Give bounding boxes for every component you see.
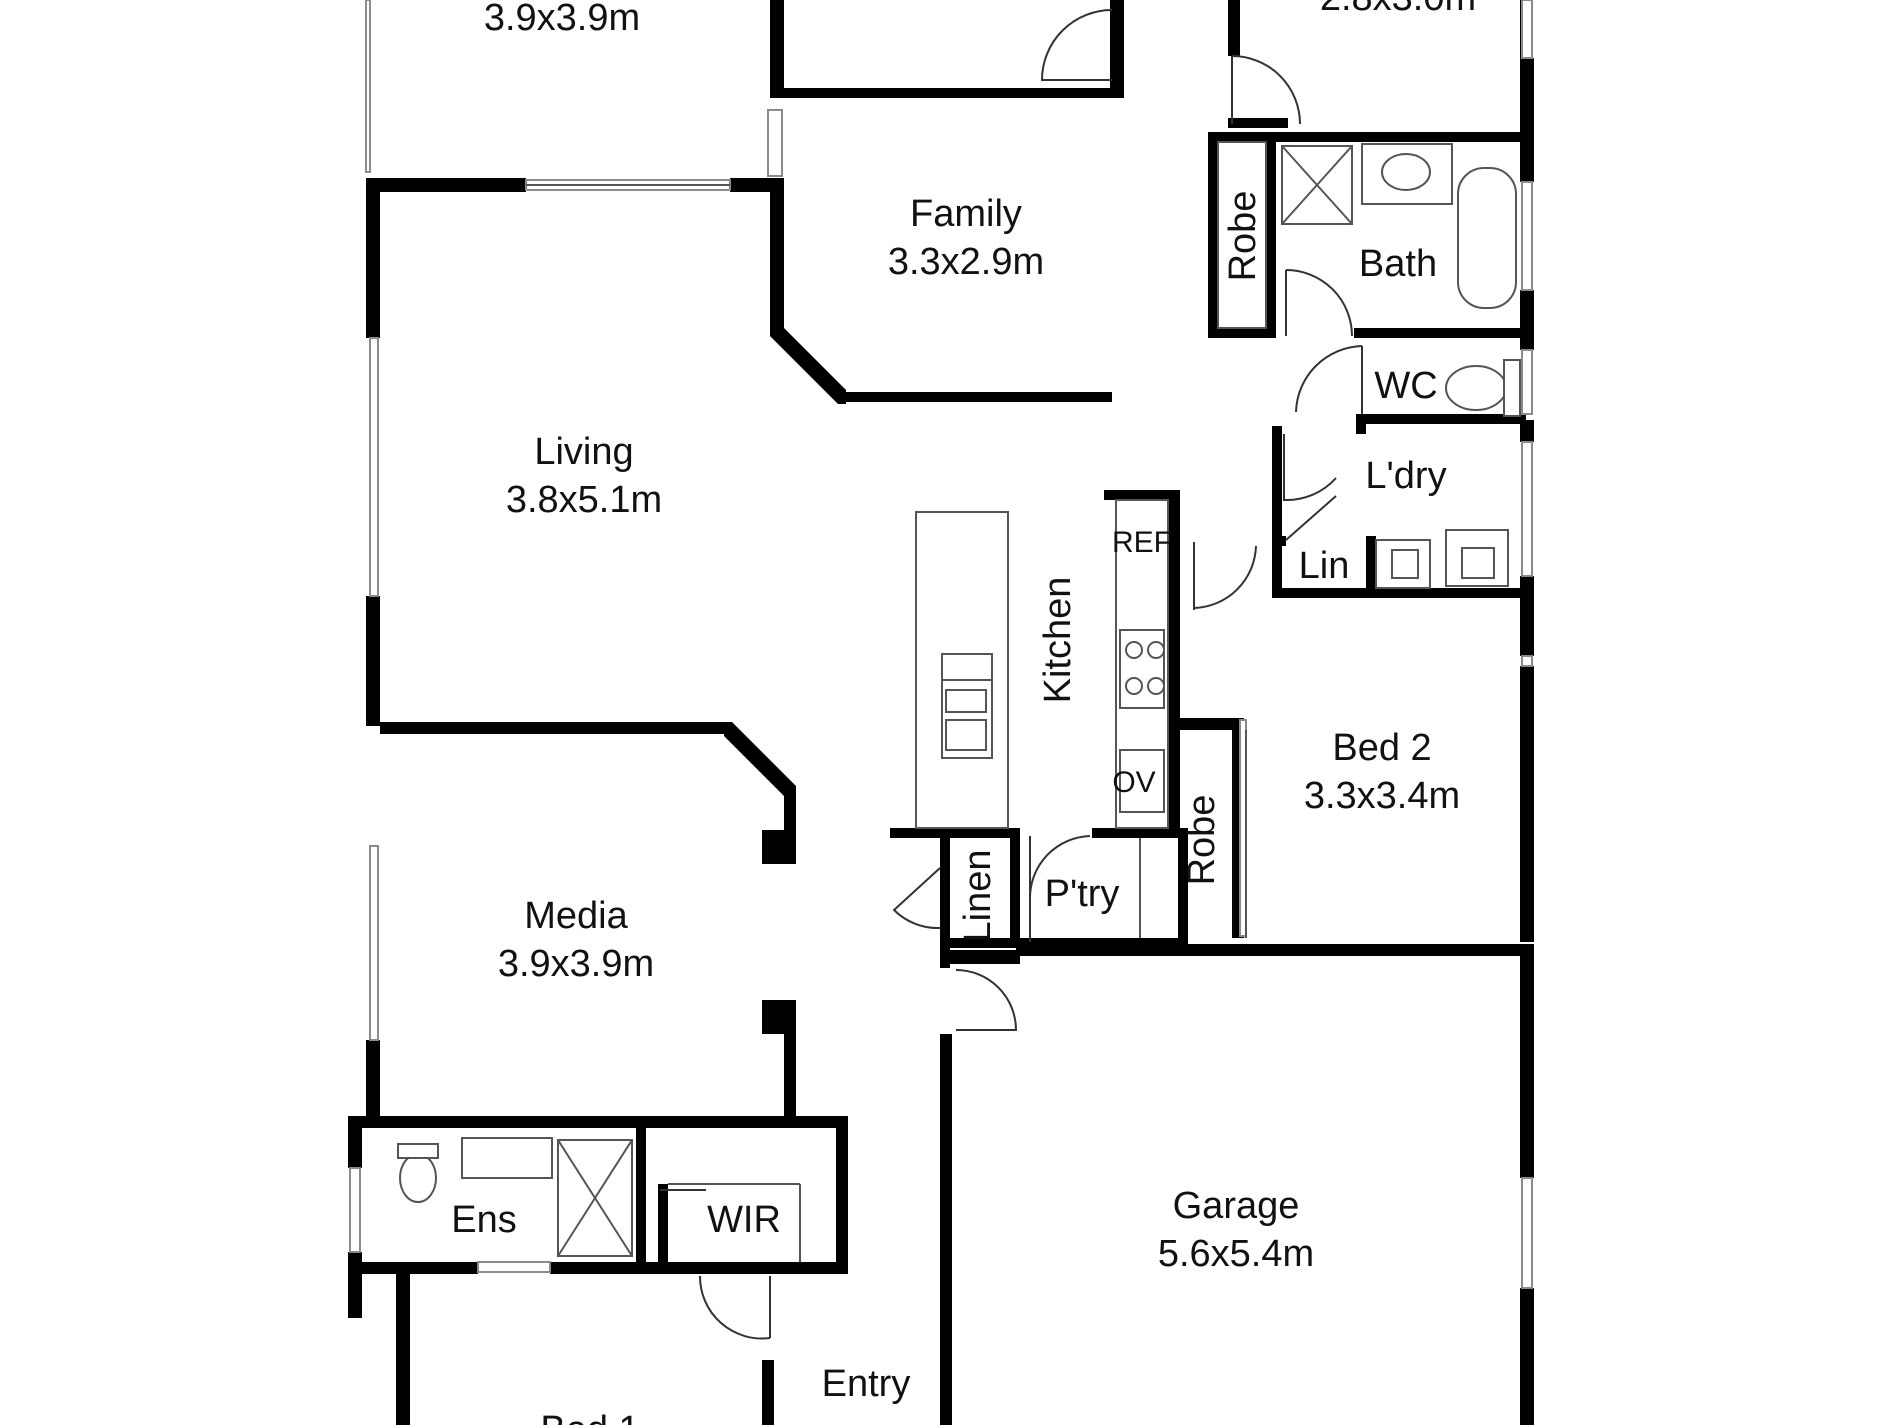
label-wir: WIR: [707, 1199, 781, 1241]
fixtures: [397, 141, 1521, 1262]
room-media-name: Media: [524, 895, 628, 937]
room-labels: 3.9x3.9m 2.8x3.0m Family 3.3x2.9m Living…: [451, 0, 1476, 1425]
room-living-size: 3.8x5.1m: [506, 479, 662, 521]
label-entry: Entry: [822, 1363, 911, 1405]
room-family-name: Family: [910, 193, 1022, 235]
room-bed4-size: 2.8x3.0m: [1320, 0, 1476, 19]
label-pantry: P'try: [1045, 873, 1120, 915]
room-media-size: 3.9x3.9m: [498, 943, 654, 985]
walls: [348, 0, 1534, 1425]
label-linen: Linen: [957, 850, 999, 943]
room-bed3-size: 3.9x3.9m: [484, 0, 640, 39]
label-linen-small: Lin: [1299, 545, 1350, 587]
room-living-name: Living: [534, 431, 633, 473]
label-fridge: REF: [1112, 526, 1172, 559]
room-bed2-size: 3.3x3.4m: [1304, 775, 1460, 817]
windows: [349, 0, 1533, 1289]
room-garage-size: 5.6x5.4m: [1158, 1233, 1314, 1275]
label-robe-bed2: Robe: [1181, 795, 1223, 886]
room-garage-name: Garage: [1173, 1185, 1300, 1227]
label-laundry: L'dry: [1365, 455, 1446, 497]
room-bed2-name: Bed 2: [1332, 727, 1431, 769]
label-bath: Bath: [1359, 243, 1437, 285]
label-ensuite: Ens: [451, 1199, 516, 1241]
label-robe-upper: Robe: [1222, 191, 1264, 282]
doors: [660, 9, 1363, 1340]
label-oven: OV: [1112, 766, 1155, 799]
label-kitchen: Kitchen: [1037, 577, 1079, 704]
room-bed1-name: Bed 1: [540, 1409, 639, 1425]
label-wc: WC: [1374, 365, 1437, 407]
room-family-size: 3.3x2.9m: [888, 241, 1044, 283]
